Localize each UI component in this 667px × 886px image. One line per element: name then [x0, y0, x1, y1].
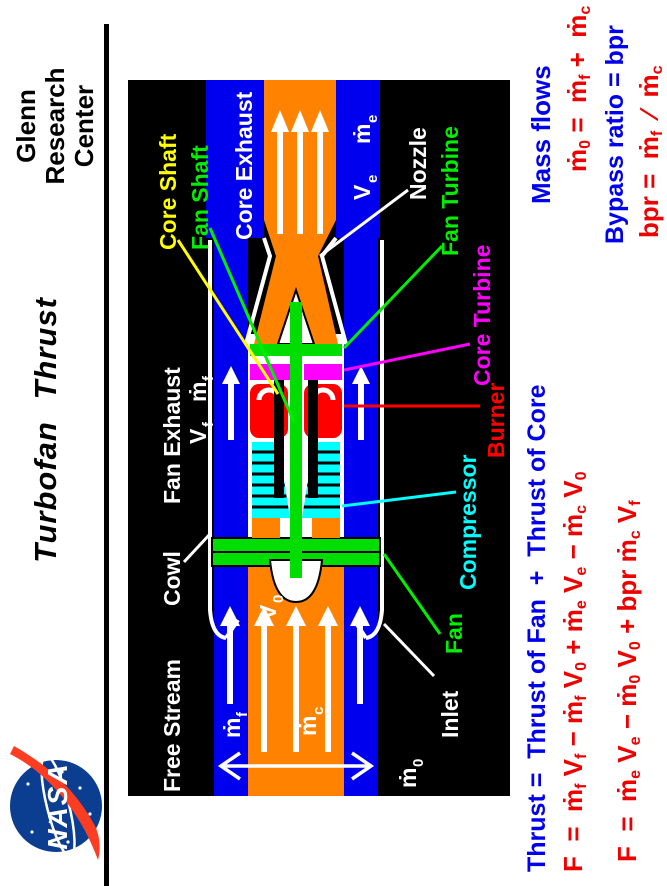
core-duct-flow	[252, 516, 340, 538]
nasa-logo-text: NASA	[42, 762, 73, 849]
burner-label: Burner	[483, 383, 509, 458]
header-rule	[104, 24, 109, 886]
nozzle-leader	[319, 188, 409, 258]
stream-tube-diameter-arrow	[217, 751, 375, 781]
nasa-logo: NASA	[10, 746, 102, 860]
svg-text:c: c	[310, 707, 327, 715]
fan-turbine-blades	[250, 344, 342, 356]
bypass-ratio-title: Bypass ratio = bpr	[601, 25, 629, 244]
nasa-logo-vector	[10, 746, 100, 860]
svg-text:f: f	[200, 421, 217, 427]
fan-stream-bands	[206, 80, 380, 796]
inlet-label: Inlet	[437, 690, 463, 738]
svg-text:e: e	[364, 175, 381, 183]
mdot-e-label: ṁ	[349, 124, 375, 144]
svg-text:f: f	[200, 375, 217, 381]
mdot-c-label: ṁ	[295, 716, 321, 736]
leader-lines	[176, 188, 480, 678]
cowl-leader	[182, 532, 212, 564]
fan-shaft-bar	[290, 302, 302, 578]
bypass-duct-arrows	[222, 366, 370, 440]
mdot-f-label: ṁ	[219, 718, 245, 738]
nozzle-label: Nozzle	[405, 127, 431, 200]
fan-shaft-leader	[208, 227, 296, 423]
fan-shaft-label: Fan Shaft	[187, 145, 213, 250]
bypass-ratio-equation: bpr = ṁf ∕ ṁc	[634, 65, 666, 238]
v0-label: V	[255, 604, 281, 620]
core-shaft-leader	[176, 239, 280, 395]
nasa-logo-disc	[10, 760, 102, 852]
core-shaft-bars	[274, 380, 318, 498]
part-labels: Free Stream Cowl Fan Exhaust Core Shaft …	[155, 91, 509, 792]
compressor-leader	[341, 490, 457, 508]
fan-exhaust-label: Fan Exhaust	[159, 367, 185, 504]
cowl-label: Cowl	[159, 551, 185, 606]
core-shaft-label: Core Shaft	[155, 133, 181, 250]
free-stream-label: Free Stream	[159, 659, 185, 792]
page-title: Turbofan Thrust	[28, 297, 63, 563]
mdot-f2-label: ṁ	[185, 382, 211, 402]
free-stream-arrows	[220, 606, 370, 752]
thrust-identity-line: Thrust = Thrust of Fan + Thrust of Core	[523, 384, 551, 872]
core-turbine-leader	[343, 342, 471, 372]
mass-flows-title: Mass flows	[526, 65, 556, 204]
core-turbine-label: Core Turbine	[469, 245, 495, 386]
fan-leader	[382, 553, 442, 635]
vf-label: V	[185, 428, 211, 444]
inlet-leader	[382, 622, 436, 678]
svg-text:0: 0	[270, 595, 287, 603]
mdot-0-label: ṁ	[395, 768, 421, 788]
org-line-2: Research	[40, 67, 70, 185]
turbofan-diagram: Free Stream Cowl Fan Exhaust Core Shaft …	[128, 80, 510, 796]
fan-label: Fan	[441, 613, 467, 654]
core-exhaust-label: Core Exhaust	[231, 91, 257, 240]
org-line-1: Glenn	[11, 89, 41, 163]
spinner-cone	[268, 559, 324, 604]
fan-turbine-label: Fan Turbine	[437, 126, 463, 256]
thrust-fan-core-equation: F = ṁf Vf − ṁf V0 + ṁe Ve − ṁc V0	[558, 471, 590, 872]
flow-quantity-labels: ṁ f ṁ c V 0 ṁ 0 V f ṁ f V e ṁ e	[185, 115, 427, 788]
svg-text:e: e	[364, 115, 381, 123]
thrust-bpr-equation: F = ṁe Ve − ṁ0 V0 + bpr ṁc Vf	[612, 500, 644, 862]
org-name: Glenn Research Center	[11, 54, 99, 198]
mass-flow-equation: ṁ0 = ṁf + ṁc	[562, 5, 594, 172]
svg-text:f: f	[234, 711, 251, 717]
ve-label: V	[349, 184, 375, 200]
compressor-label: Compressor	[455, 454, 481, 590]
org-line-3: Center	[69, 84, 99, 168]
fan-turbine-leader	[342, 244, 444, 350]
core-exhaust-arrows	[271, 110, 329, 234]
svg-text:0: 0	[410, 759, 427, 767]
